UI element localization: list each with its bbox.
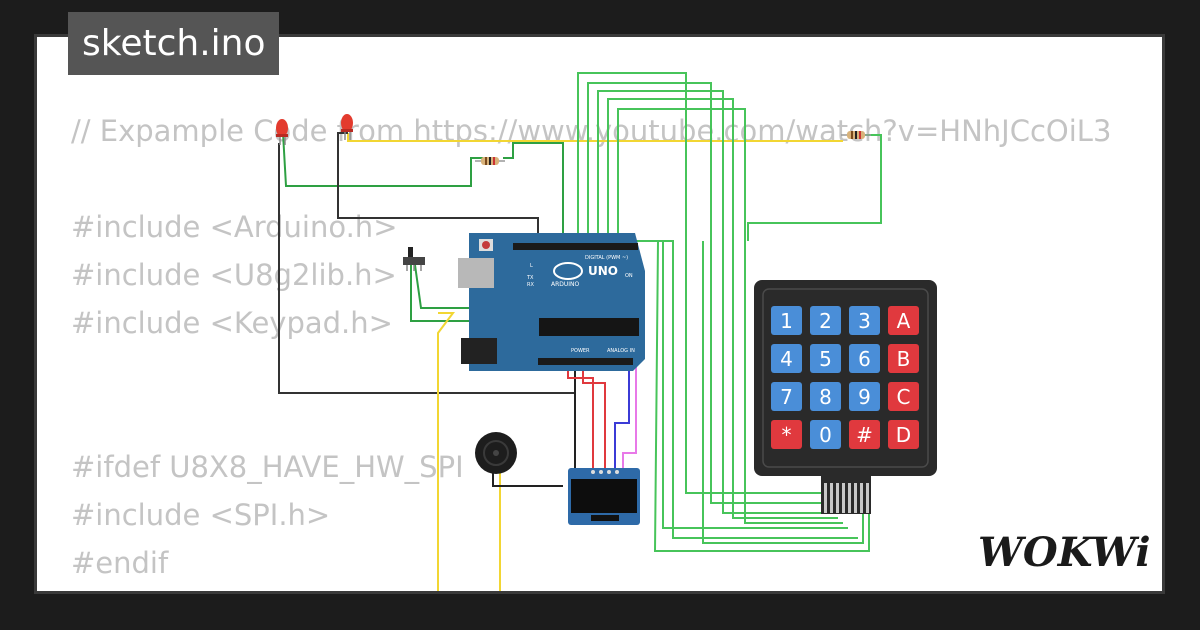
arduino-logo-icon [553,262,583,280]
keypad-key-label: # [856,423,873,447]
keypad-key-7[interactable]: 7 [771,382,802,411]
keypad-key-label: D [896,423,911,447]
keypad-pin [848,483,851,513]
file-name-tab[interactable]: sketch.ino [68,12,280,75]
on-led-label: ON [625,273,633,279]
wokwi-logo: WOKWi [978,529,1150,576]
tx-led-label: TX [526,275,534,281]
keypad-key-C[interactable]: C [888,382,919,411]
keypad-connector [821,476,871,514]
keypad-pin [836,483,839,513]
keypad-key-4[interactable]: 4 [771,344,802,373]
code-line: #include <U8g2lib.h> [71,258,397,292]
power-jack [461,338,497,364]
keypad-key-8[interactable]: 8 [810,382,841,411]
keypad-key-0[interactable]: 0 [810,420,841,449]
keypad-key-label: * [782,423,792,447]
buzzer[interactable] [475,432,517,474]
code-line: #include <Arduino.h> [71,210,398,244]
analog-pins-label: ANALOG IN [607,348,635,354]
keypad-key-label: C [897,385,911,409]
keypad-key-1[interactable]: 1 [771,306,802,335]
code-line: #include <Keypad.h> [71,306,393,340]
diagram-card: // Expample Code from https://www.youtub… [34,34,1165,594]
code-line: #ifdef U8X8_HAVE_HW_SPI [71,450,464,484]
power-pins-label: POWER [571,348,590,354]
keypad-key-label: 0 [819,423,832,447]
keypad-key-label: 6 [858,347,871,371]
keypad-key-label: 7 [780,385,793,409]
reset-button[interactable] [482,241,490,249]
keypad-key-2[interactable]: 2 [810,306,841,335]
digital-pins-label: DIGITAL (PWM ~) [585,255,628,261]
code-background: // Expample Code from https://www.youtub… [71,107,1112,591]
wires [278,72,882,591]
keypad-key-label: A [897,309,911,333]
keypad-key-label: 5 [819,347,832,371]
l-led-label: L [530,263,533,269]
keypad-key-label: 8 [819,385,832,409]
keypad-key-6[interactable]: 6 [849,344,880,373]
keypad-key-label: 9 [858,385,871,409]
keypad-pin [824,483,827,513]
rx-led-label: RX [527,282,534,288]
code-line: // Expample Code from https://www.youtub… [71,114,1112,148]
keypad-key-9[interactable]: 9 [849,382,880,411]
arduino-uno-board[interactable]: UNO ARDUINO DIGITAL (PWM ~) POWER ANALOG… [458,233,645,371]
arduino-brand-label: ARDUINO [551,281,580,288]
keypad-pin [866,483,869,513]
code-line: #endif [71,546,169,580]
usb-port [458,258,494,288]
keypad-key-label: 2 [819,309,832,333]
keypad-key-A[interactable]: A [888,306,919,335]
keypad-pin [854,483,857,513]
keypad-pin [842,483,845,513]
resistor-right[interactable] [841,131,871,139]
code-line: #include <SPI.h> [71,498,331,532]
keypad-key-label: 3 [858,309,871,333]
keypad-key-5[interactable]: 5 [810,344,841,373]
oled-display[interactable] [568,468,640,525]
membrane-keypad[interactable]: 1 2 3 A 4 5 6 B 7 8 9 C * 0 # D [754,280,937,514]
keypad-key-3[interactable]: 3 [849,306,880,335]
resistor-left[interactable] [475,157,505,165]
keypad-key-*[interactable]: * [771,420,802,449]
microcontroller-chip [539,318,639,336]
circuit-diagram: UNO ARDUINO DIGITAL (PWM ~) POWER ANALOG… [276,72,937,591]
keypad-key-B[interactable]: B [888,344,919,373]
keypad-key-D[interactable]: D [888,420,919,449]
led-right[interactable] [341,114,353,140]
keypad-pin [830,483,833,513]
led-left[interactable] [276,119,288,145]
arduino-model-label: UNO [588,264,618,278]
keypad-key-label: 4 [780,347,793,371]
keypad-key-label: 1 [780,309,793,333]
keypad-key-label: B [897,347,911,371]
slide-switch[interactable] [403,247,425,271]
svg-text:WOKWi: WOKWi [978,529,1150,576]
keypad-key-#[interactable]: # [849,420,880,449]
keypad-pin [860,483,863,513]
